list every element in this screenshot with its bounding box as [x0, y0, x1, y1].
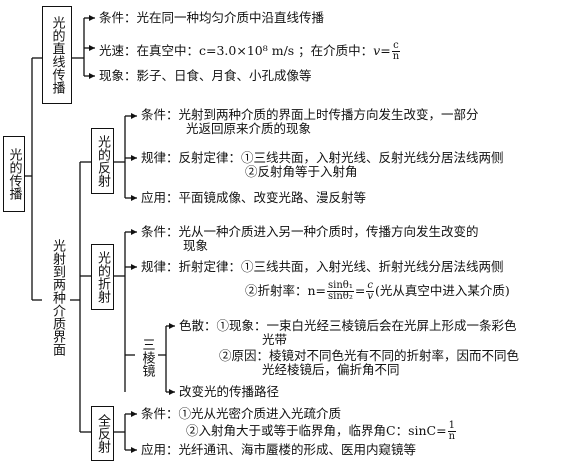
critical-angle-num: 1 [447, 420, 457, 432]
refraction-index-eq: = [354, 283, 366, 298]
total-reflection-application: 应用：光纤通讯、海市蜃楼的形成、医用内窥镜等 [141, 442, 417, 457]
node-reflection: 光的反射 [91, 128, 114, 194]
speed-formula-num: c [391, 40, 401, 52]
speed-formula-lhs: v= [373, 43, 391, 58]
refraction-condition-line1: 条件：光从一种介质进入另一种介质时，传播方向发生改变的 [141, 224, 479, 239]
reflection-law-line1: 规律：反射定律：①三线共面，入射光线、反射光线分居法线两侧 [141, 150, 504, 165]
total-reflection-condition-text: ②入射角大于或等于临界角，临界角C：sinC= [186, 423, 447, 438]
refraction-index-den1: sinθ₂ [328, 291, 353, 302]
node-interface: 光射到两种介质界面 [45, 214, 70, 380]
refraction-law-line1: 规律：折射定律：①三线共面，入射光线、折射光线分居法线两侧 [141, 259, 504, 274]
refraction-index-prefix: ②折射率：n= [245, 283, 327, 298]
node-straight-propagation: 光的直线传播 [42, 6, 72, 104]
total-reflection-condition-line1: 条件：①光从光密介质进入光疏介质 [141, 406, 342, 421]
prism-dispersion-line2: 光带 [262, 332, 288, 347]
prism-dispersion-line1: 色散：①现象：一束白光经三棱镜后会在光屏上形成一条彩色 [179, 318, 517, 333]
straight-speed-text: 光速：在真空中：c=3.0×10⁸ m/s ；在介质中： [99, 43, 374, 58]
refraction-condition-line2: 现象 [183, 238, 209, 253]
root-node: 光的传播 [3, 136, 25, 212]
node-refraction: 光的折射 [91, 244, 114, 310]
prism-dispersion-line3: ②原因：棱镜对不同色光有不同的折射率，因而不同色 [219, 348, 520, 363]
node-total-reflection: 全反射 [91, 406, 114, 461]
straight-condition: 条件：光在同一种均匀介质中沿直线传播 [99, 10, 325, 25]
refraction-index-den2: v [367, 291, 373, 302]
refraction-index-num2: c [366, 280, 374, 292]
node-prism: 三棱镜 [136, 332, 158, 382]
prism-dispersion-line4: 光经棱镜后，偏折角不同 [262, 362, 400, 377]
reflection-condition-line1: 条件：光射到两种介质的界面上时传播方向发生改变，一部分 [141, 107, 479, 122]
refraction-index-suffix: (光从真空中进入某介质) [374, 283, 510, 298]
reflection-law-line2: ②反射角等于入射角 [245, 164, 358, 179]
prism-change-path: 改变光的传播路径 [179, 384, 280, 399]
critical-angle-den: n [448, 431, 456, 442]
straight-phenomena: 现象：影子、日食、月食、小孔成像等 [99, 68, 312, 83]
refraction-index-num1: sinθ₁ [327, 280, 354, 292]
speed-formula-den: n [392, 51, 400, 62]
reflection-condition-line2: 光返回原来介质的现象 [186, 121, 312, 136]
reflection-application: 应用：平面镜成像、改变光路、漫反射等 [141, 190, 367, 205]
